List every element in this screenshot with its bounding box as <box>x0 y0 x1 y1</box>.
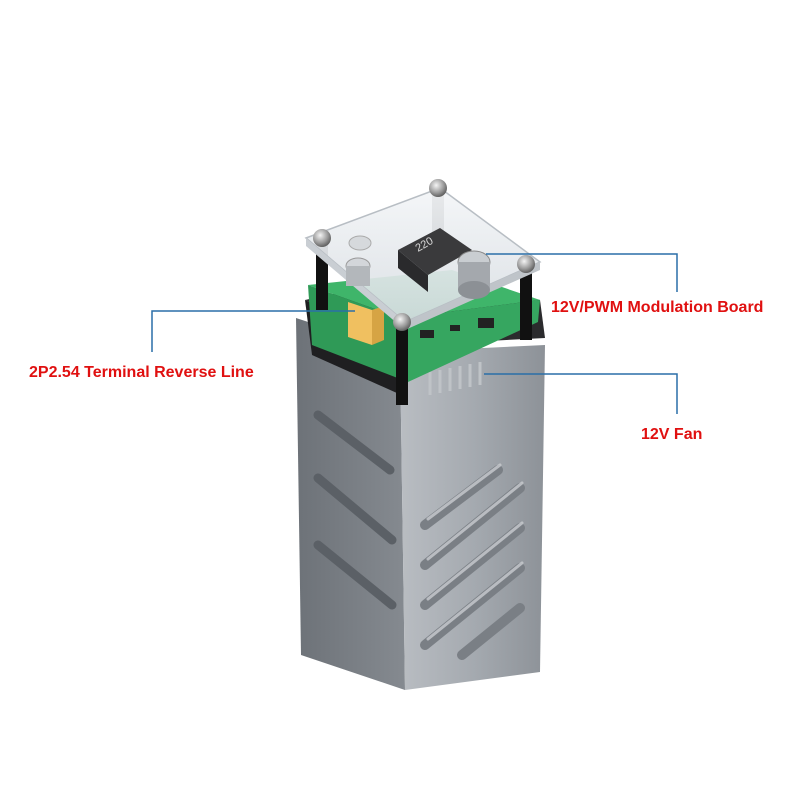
screws <box>313 179 535 331</box>
terminal-connector <box>348 302 384 345</box>
inductor: 220 <box>398 228 472 292</box>
leader-line-board <box>486 253 678 292</box>
acrylic-cover: 220 <box>304 187 542 330</box>
leader-line-fan <box>484 373 678 414</box>
leader-line-terminal <box>151 310 355 352</box>
board-callout-label: 12V/PWM Modulation Board <box>551 299 764 316</box>
heatsink <box>296 318 545 690</box>
capacitor <box>457 250 491 299</box>
terminal-callout-label: 2P2.54 Terminal Reverse Line <box>29 364 254 381</box>
fan-callout-label: 12V Fan <box>641 426 703 443</box>
leader-lines <box>151 253 678 414</box>
